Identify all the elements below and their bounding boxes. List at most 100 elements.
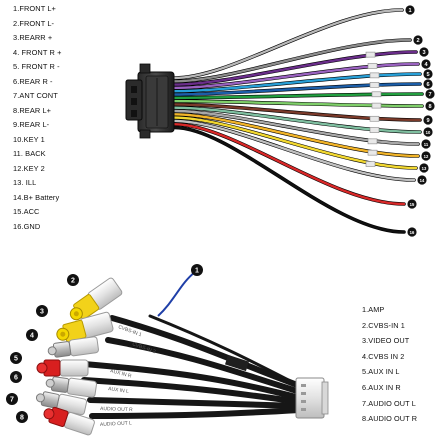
rca-pin-legend: 1.AMP 2.CVBS-IN 1 3.VIDEO OUT 4.CVBS IN …: [362, 302, 417, 427]
rca-callout-badge-6: [10, 371, 22, 383]
pin-label-13: 13. ILL: [13, 178, 37, 187]
rca-callout-number-4: 4: [30, 333, 34, 340]
wire-8: [172, 99, 424, 108]
rca-callout-number-7: 7: [10, 397, 14, 404]
plug-label-aux-in-r: AUX IN R: [109, 368, 132, 380]
callout-number-16: 16: [410, 230, 415, 235]
rca-plug-audio-out-l: [35, 391, 88, 416]
plug-label-audio-out-r: AUDIO OUT R: [100, 406, 133, 413]
wire-ferrule-5: [369, 72, 380, 79]
rca-callout-badge-2: [67, 274, 79, 286]
callout-number-6: 6: [426, 82, 429, 88]
rca-callout-number-1: 1: [195, 268, 199, 275]
wire-3: [172, 50, 418, 86]
callout-number-4: 4: [424, 62, 428, 68]
pin-label-14: 14.B+ Battery: [13, 192, 60, 202]
wire-ferrule-12: [367, 149, 378, 156]
wire-4: [172, 62, 420, 90]
pin-label-9: 9.REAR L-: [13, 120, 50, 129]
callout-badge-1: [405, 5, 415, 15]
callout-number-9: 9: [426, 118, 429, 124]
rca-label-5: 5.AUX IN L: [362, 367, 400, 377]
rca-harness: CVBS-IN 1 CVBS-IN 2 AUX IN R AUX IN L AU…: [6, 264, 329, 436]
wire-16: [172, 126, 406, 234]
wire-ferrule-10: [369, 127, 380, 133]
callout-number-8: 8: [428, 104, 431, 110]
callout-badge-11: [421, 139, 431, 149]
callout-badge-13: [419, 163, 429, 173]
callout-badge-8: [425, 101, 435, 111]
cable-sleeve: [224, 354, 250, 372]
wire-ferrule-6: [369, 82, 380, 88]
plug-label-audio-out-l: AUDIO OUT L: [100, 420, 132, 428]
callout-badge-7: [425, 89, 435, 99]
pin-label-8: 8.REAR L+: [13, 105, 52, 115]
wire-1: [172, 8, 404, 80]
pin-label-12: 12.KEY 2: [13, 163, 45, 173]
wire-7: [172, 92, 424, 99]
pin-label-3: 3.REARR +: [13, 33, 53, 42]
wire-ferrule-3: [365, 51, 376, 58]
rca-plug-aux-in-r: [45, 376, 97, 398]
wire-6: [172, 82, 422, 96]
wire-13: [172, 116, 418, 170]
rca-callout-badge-5: [10, 352, 22, 364]
wire-ferrule-8: [371, 102, 382, 109]
rca-label-4: 4.CVBS IN 2: [362, 351, 405, 361]
callout-badge-10: [423, 127, 433, 137]
rca-callout-badge-8: [16, 411, 28, 423]
rca-callout-number-2: 2: [71, 278, 75, 285]
callout-badge-4: [421, 59, 431, 69]
callout-number-14: 14: [420, 178, 425, 183]
wire-10: [172, 106, 422, 134]
wire-9: [172, 103, 422, 122]
callout-number-2: 2: [416, 38, 419, 44]
wire-5: [172, 72, 422, 93]
wire-15: [172, 123, 406, 206]
rca-label-3: 3.VIDEO OUT: [362, 336, 410, 346]
pin-label-4: 4. FRONT R +: [13, 47, 62, 57]
callout-number-1: 1: [408, 8, 411, 14]
callout-number-15: 15: [410, 202, 415, 207]
callout-number-10: 10: [426, 130, 431, 135]
rca-plug-audio-out-r: [43, 406, 95, 436]
callout-badge-5: [423, 69, 433, 79]
rca-plug-cvbs-in-2: [47, 336, 99, 358]
rca-callout-number-3: 3: [40, 309, 44, 316]
pin-label-2: 2.FRONT L-: [13, 18, 55, 28]
rca-plug-video-out: [56, 311, 114, 343]
rca-callout-badge-3: [36, 305, 48, 317]
pin-label-10: 10.KEY 1: [13, 134, 45, 144]
amp-wire: [157, 271, 196, 317]
iso-connector: [125, 63, 175, 139]
rca-label-1: 1.AMP: [362, 305, 385, 314]
callout-number-12: 12: [424, 154, 429, 159]
rca-plug-cvbs-in-1: [69, 277, 123, 321]
pin-label-1: 1.FRONT L+: [13, 4, 56, 13]
top-harness-wires: [172, 8, 424, 234]
wire-ferrule-9: [369, 115, 380, 122]
callout-badge-14: [417, 175, 427, 185]
rca-callout-badge-1: [191, 264, 203, 276]
wire-ferrule-4: [367, 63, 378, 69]
rca-plug-aux-in-l: [36, 359, 89, 377]
callout-number-13: 13: [422, 166, 427, 171]
wire-2: [172, 38, 412, 83]
wire-11: [172, 109, 420, 146]
callout-number-7: 7: [428, 92, 431, 98]
callout-number-11: 11: [424, 142, 429, 147]
callout-number-3: 3: [422, 50, 425, 56]
rca-callout-number-5: 5: [14, 356, 18, 363]
callout-badge-15: [407, 199, 417, 209]
rca-label-7: 7.AUDIO OUT L: [362, 398, 416, 408]
harness-pin-legend: 1.FRONT L+ 2.FRONT L- 3.REARR + 4. FRONT…: [13, 2, 62, 234]
pin-label-5: 5. FRONT R -: [13, 62, 60, 71]
rca-cable-bundle: [81, 314, 303, 419]
wire-12: [172, 113, 420, 158]
callout-badge-2: [413, 35, 423, 45]
rca-label-6: 6.AUX IN R: [362, 382, 401, 392]
